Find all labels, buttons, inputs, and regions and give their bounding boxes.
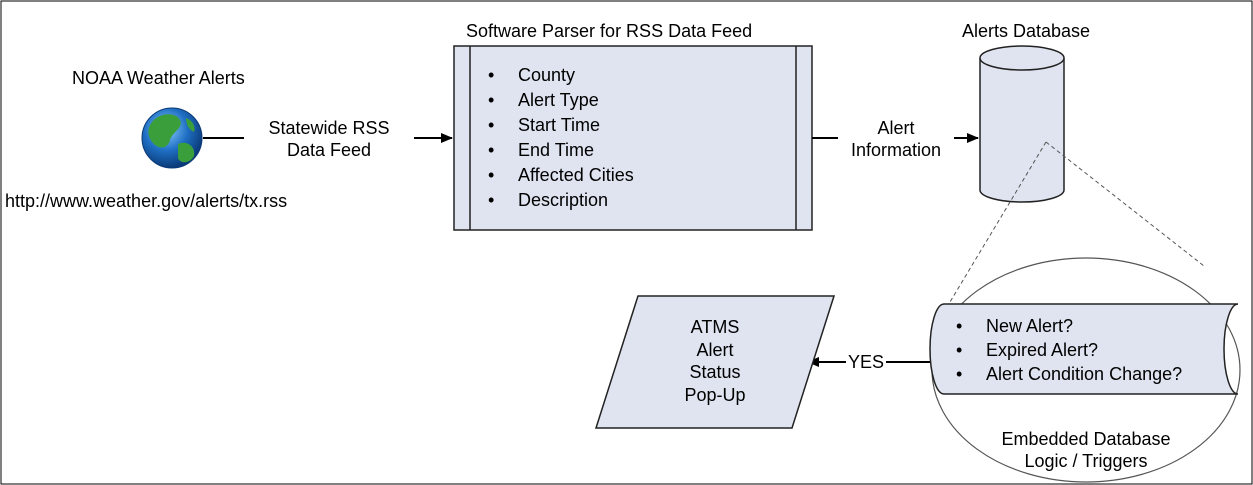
popup-label: ATMS Alert Status Pop-Up [655,316,775,406]
popup-line: ATMS [690,317,740,337]
popup-line: Status [689,362,741,382]
popup-line: Alert [696,339,734,360]
feed-edge-line1: Statewide RSS [268,118,390,138]
parser-field: Start Time [486,113,634,138]
parser-field: Affected Cities [486,163,634,188]
parser-field-list: County Alert Type Start Time End Time Af… [486,63,634,213]
feed-edge-label: Statewide RSS Data Feed [244,117,414,161]
trigger-item: Expired Alert? [954,338,1182,362]
parser-field: Alert Type [486,88,634,113]
triggers-caption: Embedded Database Logic / Triggers [986,428,1186,472]
triggers-caption-line1: Embedded Database [1001,429,1171,449]
database-cylinder [979,45,1065,203]
triggers-caption-line2: Logic / Triggers [1024,451,1148,471]
feed-edge-line2: Data Feed [286,140,372,160]
popup-parallelogram [594,295,836,429]
info-edge-label: Alert Information [838,117,954,161]
trigger-item: New Alert? [954,314,1182,338]
yes-label: YES [846,351,887,373]
popup-line: Pop-Up [684,384,746,405]
info-edge-line1: Alert [877,118,915,138]
parser-field: County [486,63,634,88]
zoom-line-right [1045,141,1205,267]
trigger-item: Alert Condition Change? [954,362,1182,386]
database-title: Alerts Database [962,21,1091,41]
parser-title: Software Parser for RSS Data Feed [466,21,753,41]
source-title: NOAA Weather Alerts [72,68,245,88]
source-url: http://www.weather.gov/alerts/tx.rss [5,191,288,211]
globe-icon [141,107,203,169]
parser-field: Description [486,188,634,213]
parser-field: End Time [486,138,634,163]
info-edge-line2: Information [850,140,942,160]
trigger-list: New Alert? Expired Alert? Alert Conditio… [954,314,1182,386]
